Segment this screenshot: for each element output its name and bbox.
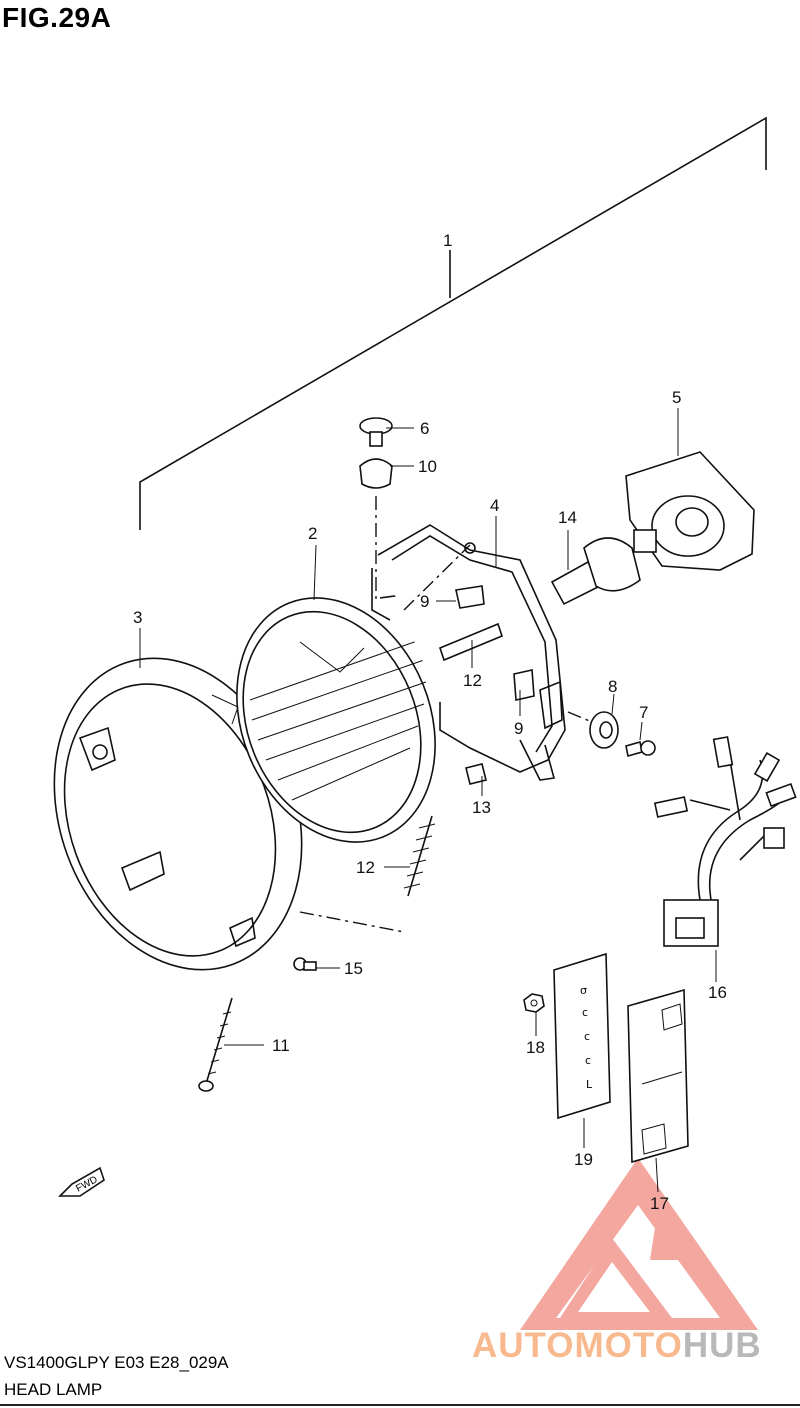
bulb bbox=[550, 529, 657, 606]
lamp-unit bbox=[236, 589, 449, 843]
callout-2: 2 bbox=[308, 524, 317, 543]
dust-cover bbox=[625, 451, 755, 571]
callout-14: 14 bbox=[558, 508, 577, 527]
callout-18: 18 bbox=[526, 1038, 545, 1057]
adjust-slot bbox=[439, 622, 503, 662]
grommet-8 bbox=[589, 711, 619, 749]
figure-title: FIG.29A bbox=[2, 2, 112, 33]
callout-5: 5 bbox=[672, 388, 681, 407]
bottom-border bbox=[0, 1404, 800, 1406]
plate-19: σ c c c L bbox=[553, 952, 611, 1120]
callout-numbers: 1 2 3 4 5 6 7 8 9 9 10 11 12 12 13 14 15… bbox=[133, 231, 727, 1213]
callout-13: 13 bbox=[472, 798, 491, 817]
callout-1: 1 bbox=[443, 231, 452, 250]
long-screw-11 bbox=[198, 997, 233, 1092]
callout-12a: 12 bbox=[463, 671, 482, 690]
watermark-part1: AUTOMOTO bbox=[472, 1326, 683, 1365]
callout-10: 10 bbox=[418, 457, 437, 476]
callout-9b: 9 bbox=[514, 719, 523, 738]
grommet-10 bbox=[359, 458, 393, 489]
model-code: VS1400GLPY E03 E28_029A bbox=[4, 1353, 229, 1372]
callout-3: 3 bbox=[133, 608, 142, 627]
nut-clip bbox=[465, 763, 487, 785]
callout-16: 16 bbox=[708, 983, 727, 1002]
watermark-logo bbox=[520, 1158, 758, 1330]
assembly-bracket bbox=[139, 116, 767, 530]
nut-18 bbox=[523, 993, 545, 1013]
callout-17: 17 bbox=[650, 1194, 669, 1213]
watermark-part2: HUB bbox=[682, 1326, 762, 1365]
svg-text:σ: σ bbox=[580, 984, 587, 997]
clip-parts bbox=[455, 585, 535, 701]
callout-19: 19 bbox=[574, 1150, 593, 1169]
callout-11: 11 bbox=[272, 1036, 290, 1055]
fwd-arrow: FWD bbox=[58, 1166, 105, 1197]
reflector-17 bbox=[627, 988, 689, 1164]
bolt-7 bbox=[625, 740, 656, 758]
svg-text:L: L bbox=[586, 1078, 593, 1091]
svg-text:c: c bbox=[582, 1006, 588, 1019]
callout-7: 7 bbox=[639, 703, 648, 722]
svg-text:c: c bbox=[585, 1054, 591, 1067]
leader-lines bbox=[139, 408, 717, 1193]
callout-8: 8 bbox=[608, 677, 617, 696]
assembly-centerlines bbox=[299, 496, 593, 933]
callout-15: 15 bbox=[344, 959, 363, 978]
svg-text:c: c bbox=[584, 1030, 590, 1043]
screw-6 bbox=[359, 417, 393, 447]
callout-6: 6 bbox=[420, 419, 429, 438]
callout-4: 4 bbox=[490, 496, 499, 515]
callout-9a: 9 bbox=[420, 592, 429, 611]
spring-12 bbox=[403, 815, 436, 897]
callout-12b: 12 bbox=[356, 858, 375, 877]
screw-15 bbox=[293, 957, 317, 971]
watermark-text: AUTOMOTOHUB bbox=[472, 1326, 762, 1366]
figure-name: HEAD LAMP bbox=[4, 1380, 103, 1399]
wiring-harness bbox=[653, 736, 797, 947]
